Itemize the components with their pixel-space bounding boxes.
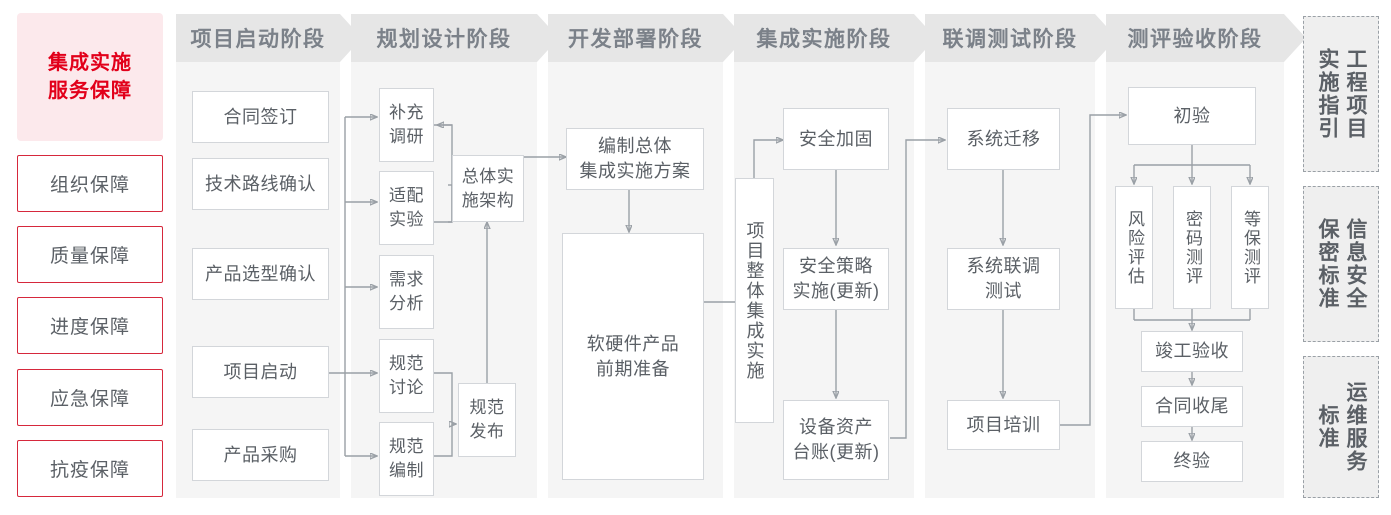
node-label: 等保测评 [1241, 209, 1260, 286]
guarantee-title-line2: 服务保障 [48, 80, 132, 102]
node-adapt-test[interactable]: 适配实验 [379, 171, 434, 245]
standards-item-ops-service-standard[interactable]: 运维服务标准 [1303, 356, 1379, 498]
node-label: 设备资产台账(更新) [792, 417, 880, 462]
node-label: 项目整体集成实施 [744, 220, 765, 381]
node-grade-eval[interactable]: 等保测评 [1231, 186, 1269, 309]
node-label: 风险评估 [1125, 209, 1144, 286]
node-final-acceptance[interactable]: 终验 [1141, 441, 1243, 482]
standards-label: 运维服务标准 [1316, 381, 1367, 473]
node-label: 合同收尾 [1155, 396, 1229, 416]
chevron-shape [1106, 14, 1306, 62]
node-label: 合同签订 [223, 106, 298, 127]
guarantee-item-epidemic[interactable]: 抗疫保障 [17, 440, 163, 497]
guarantee-item-label: 进度保障 [49, 317, 130, 338]
node-label: 产品采购 [223, 444, 298, 465]
node-hw-sw-prep[interactable]: 软硬件产品前期准备 [562, 233, 704, 480]
guarantee-item-schedule[interactable]: 进度保障 [17, 297, 163, 354]
node-spec-discuss[interactable]: 规范讨论 [379, 339, 434, 413]
guarantee-item-label: 应急保障 [49, 389, 130, 410]
standards-item-engineering-guide[interactable]: 工程项目实施指引 [1303, 16, 1379, 172]
node-label: 安全加固 [799, 128, 873, 149]
node-label: 需求分析 [389, 270, 424, 313]
node-label: 系统迁移 [966, 128, 1041, 149]
phase-header-jointtest[interactable]: 联调测试阶段 [925, 14, 1117, 62]
node-overall-plan[interactable]: 编制总体集成实施方案 [566, 128, 704, 190]
node-overall-integration[interactable]: 项目整体集成实施 [735, 178, 774, 423]
node-tech-route[interactable]: 技术路线确认 [192, 158, 329, 210]
node-spec-publish[interactable]: 规范发布 [458, 383, 516, 457]
node-label: 编制总体集成实施方案 [579, 136, 691, 181]
guarantee-item-label: 组织保障 [49, 175, 130, 196]
guarantee-item-label: 抗疫保障 [49, 460, 130, 481]
node-extra-research[interactable]: 补充调研 [379, 88, 434, 162]
phase-header-dev[interactable]: 开发部署阶段 [548, 14, 745, 62]
phase-header-plan[interactable]: 规划设计阶段 [351, 14, 559, 62]
phase-header-acceptance[interactable]: 测评验收阶段 [1106, 14, 1306, 62]
node-label: 安全策略实施(更新) [792, 256, 880, 301]
node-label: 竣工验收 [1155, 341, 1229, 361]
node-label: 产品选型确认 [205, 263, 316, 284]
node-initial-acceptance[interactable]: 初验 [1128, 87, 1256, 145]
node-final-inspection[interactable]: 竣工验收 [1141, 331, 1243, 372]
node-spec-draft[interactable]: 规范编制 [379, 422, 434, 496]
node-label: 补充调研 [389, 103, 424, 146]
node-product-select[interactable]: 产品选型确认 [192, 248, 329, 300]
node-label: 密码测评 [1183, 209, 1202, 286]
guarantee-item-label: 质量保障 [49, 246, 130, 267]
phase-header-integrate[interactable]: 集成实施阶段 [734, 14, 936, 62]
node-label: 规范讨论 [389, 354, 424, 397]
node-overall-arch[interactable]: 总体实施架构 [452, 155, 524, 222]
node-asset-ledger[interactable]: 设备资产台账(更新) [783, 400, 889, 480]
node-sys-migration[interactable]: 系统迁移 [947, 108, 1060, 170]
guarantee-item-quality[interactable]: 质量保障 [17, 226, 163, 283]
chevron-shape [925, 14, 1117, 62]
node-label: 终验 [1173, 451, 1211, 471]
chevron-shape [351, 14, 559, 62]
node-label: 规范发布 [469, 398, 505, 441]
node-project-training[interactable]: 项目培训 [947, 400, 1060, 450]
node-risk-assessment[interactable]: 风险评估 [1115, 186, 1153, 309]
node-crypto-eval[interactable]: 密码测评 [1173, 186, 1211, 309]
chevron-shape [734, 14, 936, 62]
guarantee-item-organization[interactable]: 组织保障 [17, 155, 163, 212]
node-product-purchase[interactable]: 产品采购 [192, 429, 329, 481]
chevron-shape [548, 14, 745, 62]
node-label: 技术路线确认 [205, 173, 316, 194]
node-label: 系统联调测试 [966, 256, 1041, 301]
node-demand-analysis[interactable]: 需求分析 [379, 255, 434, 329]
node-project-kickoff[interactable]: 项目启动 [192, 346, 329, 398]
node-security-policy[interactable]: 安全策略实施(更新) [783, 248, 889, 310]
node-label: 初验 [1173, 105, 1211, 126]
standards-label: 信息安全保密标准 [1316, 218, 1367, 310]
node-contract-closeout[interactable]: 合同收尾 [1141, 386, 1243, 427]
standards-item-infosec-standard[interactable]: 信息安全保密标准 [1303, 186, 1379, 342]
guarantee-title-line1: 集成实施 [48, 52, 132, 74]
guarantee-item-emergency[interactable]: 应急保障 [17, 369, 163, 426]
node-sys-joint-test[interactable]: 系统联调测试 [947, 248, 1060, 310]
node-contract[interactable]: 合同签订 [192, 91, 329, 143]
phase-header-start[interactable]: 项目启动阶段 [176, 14, 362, 62]
node-security-harden[interactable]: 安全加固 [783, 108, 889, 170]
chevron-shape [176, 14, 362, 62]
guarantee-panel-title: 集成实施 服务保障 [17, 13, 163, 141]
standards-label: 工程项目实施指引 [1316, 48, 1367, 140]
node-label: 总体实施架构 [461, 166, 515, 210]
node-label: 规范编制 [389, 437, 424, 480]
node-label: 软硬件产品前期准备 [586, 333, 680, 379]
node-label: 适配实验 [389, 186, 424, 229]
node-label: 项目培训 [966, 414, 1041, 435]
node-label: 项目启动 [223, 361, 298, 382]
